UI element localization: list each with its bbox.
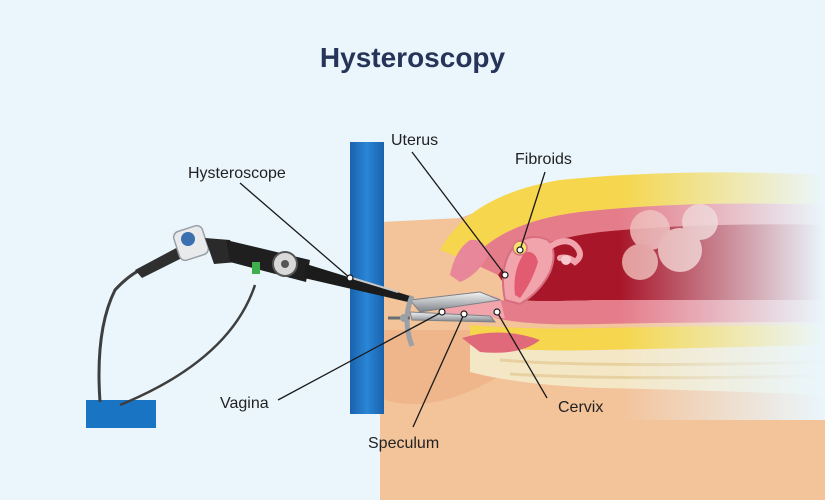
label-hysteroscope: Hysteroscope xyxy=(188,165,286,182)
hysteroscope-instrument xyxy=(135,224,410,302)
leader-dots xyxy=(346,246,524,318)
anatomy xyxy=(376,160,825,500)
page-title: Hysteroscopy xyxy=(319,42,506,73)
leader-lines xyxy=(239,151,548,428)
light-cable xyxy=(97,260,161,403)
bladder xyxy=(450,239,488,282)
label-uterus: Uterus xyxy=(391,132,438,149)
label-vagina: Vagina xyxy=(220,395,269,412)
label-fibroids: Fibroids xyxy=(515,151,572,168)
drape-bar xyxy=(350,142,384,414)
label-speculum: Speculum xyxy=(368,435,439,452)
rectum xyxy=(462,332,540,353)
label-cervix: Cervix xyxy=(558,399,603,416)
camera-cable xyxy=(119,284,257,407)
